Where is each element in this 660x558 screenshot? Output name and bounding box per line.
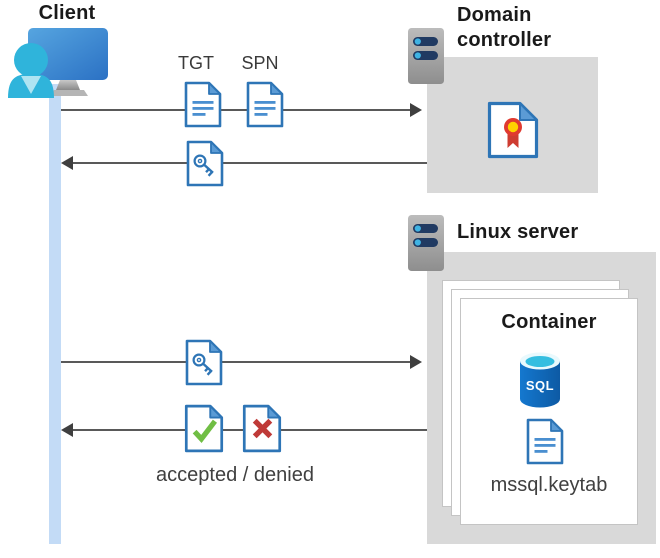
certificate-icon (487, 101, 539, 159)
arrow-domain-controller-to-client (61, 156, 427, 170)
arrow-line (61, 109, 410, 111)
domain-controller-label: Domain controller (457, 4, 552, 51)
spn-label: SPN (241, 53, 279, 73)
container-label: Container (501, 311, 597, 333)
arrow-head-left-icon (61, 423, 73, 437)
arrow-client-to-linux-server (61, 355, 422, 369)
client-label: Client (38, 2, 96, 24)
spn-document-icon (246, 81, 284, 128)
arrow-head-right-icon (410, 355, 422, 369)
linux-server-label: Linux server (457, 221, 579, 243)
sql-database-icon (520, 352, 560, 408)
key-document-icon (185, 339, 223, 386)
arrow-line (73, 162, 427, 164)
arrow-client-to-domain-controller (61, 103, 422, 117)
accepted-denied-caption: accepted / denied (156, 464, 314, 486)
tgt-document-icon (184, 81, 222, 128)
server-icon (408, 215, 444, 271)
keytab-document-icon (526, 417, 564, 466)
keytab-file-label: mssql.keytab (490, 474, 608, 496)
denied-document-icon (242, 404, 282, 453)
tgt-label: TGT (178, 53, 214, 73)
client-lifeline (49, 84, 61, 544)
user-workstation-icon (8, 28, 108, 98)
sql-badge-label: SQL (525, 378, 555, 393)
arrow-head-right-icon (410, 103, 422, 117)
key-document-icon (186, 140, 224, 187)
arrow-line (61, 361, 410, 363)
arrow-head-left-icon (61, 156, 73, 170)
server-icon (408, 28, 444, 84)
accepted-document-icon (184, 404, 224, 453)
container-card (460, 298, 638, 525)
